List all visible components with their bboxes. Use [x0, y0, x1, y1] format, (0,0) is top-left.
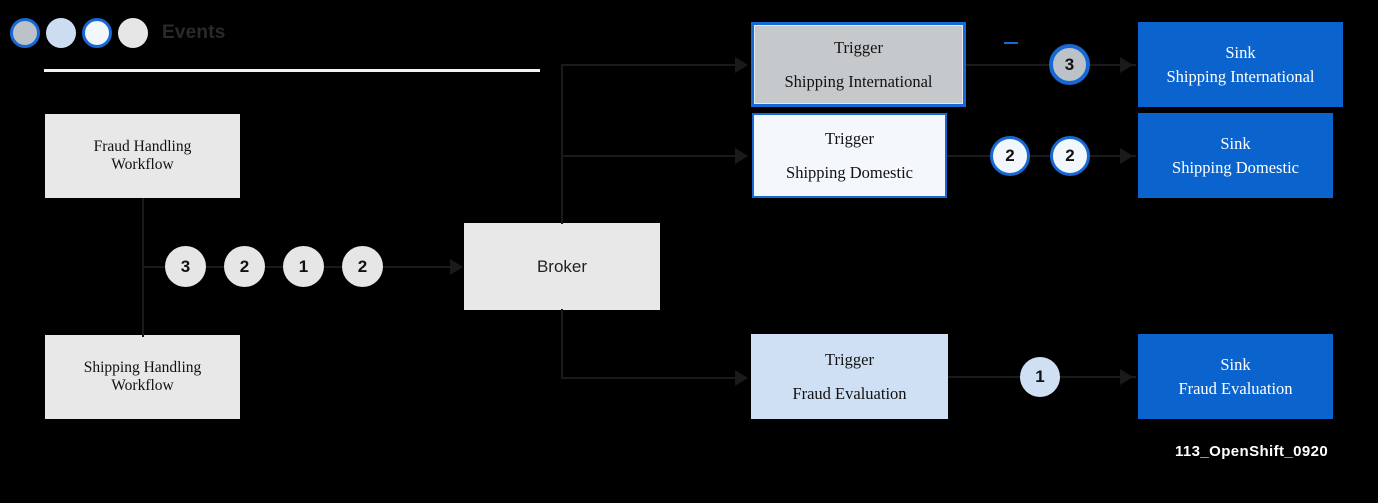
shipping-workflow-line2: Workflow [111, 377, 174, 394]
event-badge-workflow-2[interactable]: 2 [224, 246, 265, 287]
event-badge-workflow-1[interactable]: 3 [165, 246, 206, 287]
node-broker[interactable]: Broker [464, 223, 660, 310]
node-sink-shipping-domestic[interactable]: Sink Shipping Domestic [1138, 113, 1333, 198]
node-sink-shipping-international[interactable]: Sink Shipping International [1138, 22, 1343, 107]
connector-broker-trunk-down [561, 309, 563, 379]
blue-dash-artifact [1004, 42, 1018, 44]
connector-broker-to-trigger-intl [561, 64, 738, 66]
node-trigger-shipping-domestic[interactable]: Trigger Shipping Domestic [752, 113, 947, 198]
event-badge-intl-1[interactable]: 3 [1049, 44, 1090, 85]
arrowhead-to-broker [450, 259, 463, 275]
event-badge-value: 1 [1035, 367, 1045, 386]
connector-broker-to-trigger-dom [561, 155, 738, 157]
node-trigger-shipping-international[interactable]: Trigger Shipping International [751, 22, 966, 107]
event-badge-workflow-3[interactable]: 1 [283, 246, 324, 287]
legend-label-events: Events [162, 22, 226, 43]
event-badge-value: 3 [1064, 54, 1075, 74]
event-badge-dom-1[interactable]: 2 [990, 136, 1030, 176]
event-dot-gray-icon [118, 18, 148, 48]
trigger-dom-line2: Shipping Domestic [786, 162, 913, 182]
event-badge-value: 2 [239, 256, 250, 276]
event-badge-value: 2 [1005, 146, 1015, 165]
arrowhead-trigger-dom [735, 148, 748, 164]
connector-broker-trunk-up [561, 65, 563, 224]
fraud-workflow-line1: Fraud Handling [93, 137, 192, 155]
connector-trigger-dom-to-sink [947, 155, 1136, 157]
event-badge-value: 2 [1065, 146, 1075, 165]
arrowhead-sink-intl [1120, 57, 1133, 73]
event-dot-gray-ring-icon [10, 18, 40, 48]
trigger-intl-line2: Shipping International [784, 71, 933, 91]
arrowhead-sink-dom [1120, 148, 1133, 164]
trigger-intl-line1: Trigger [834, 37, 883, 57]
event-badge-value: 2 [357, 256, 368, 276]
event-badge-value: 3 [180, 256, 191, 276]
node-trigger-fraud-evaluation[interactable]: Trigger Fraud Evaluation [751, 334, 948, 419]
node-shipping-handling-workflow[interactable]: Shipping Handling Workflow [45, 335, 240, 419]
sink-intl-line2: Shipping International [1166, 66, 1315, 86]
arrowhead-trigger-fraud [735, 370, 748, 386]
trigger-dom-line1: Trigger [825, 128, 874, 148]
event-badge-dom-2[interactable]: 2 [1050, 136, 1090, 176]
watermark-label: 113_OpenShift_0920 [1175, 443, 1329, 460]
event-badge-fraud-1[interactable]: 1 [1020, 357, 1060, 397]
trigger-fraud-line2: Fraud Evaluation [792, 383, 907, 403]
sink-dom-line2: Shipping Domestic [1172, 157, 1299, 177]
fraud-workflow-line2: Workflow [111, 156, 174, 173]
event-dot-white-ring-icon [82, 18, 112, 48]
sink-intl-line1: Sink [1225, 42, 1256, 62]
event-dot-light-blue-icon [46, 18, 76, 48]
sink-dom-line1: Sink [1220, 133, 1251, 153]
trigger-fraud-line1: Trigger [825, 349, 874, 369]
arrowhead-sink-fraud [1120, 369, 1133, 385]
sink-fraud-line1: Sink [1220, 354, 1251, 374]
node-fraud-handling-workflow[interactable]: Fraud Handling Workflow [45, 114, 240, 198]
event-badge-workflow-4[interactable]: 2 [342, 246, 383, 287]
broker-label: Broker [536, 256, 588, 276]
legend-divider [44, 69, 540, 72]
shipping-workflow-line1: Shipping Handling [83, 358, 202, 376]
connector-broker-to-trigger-fraud [561, 377, 738, 379]
node-sink-fraud-evaluation[interactable]: Sink Fraud Evaluation [1138, 334, 1333, 419]
sink-fraud-line2: Fraud Evaluation [1178, 378, 1293, 398]
event-badge-value: 1 [298, 256, 309, 276]
arrowhead-trigger-intl [735, 57, 748, 73]
